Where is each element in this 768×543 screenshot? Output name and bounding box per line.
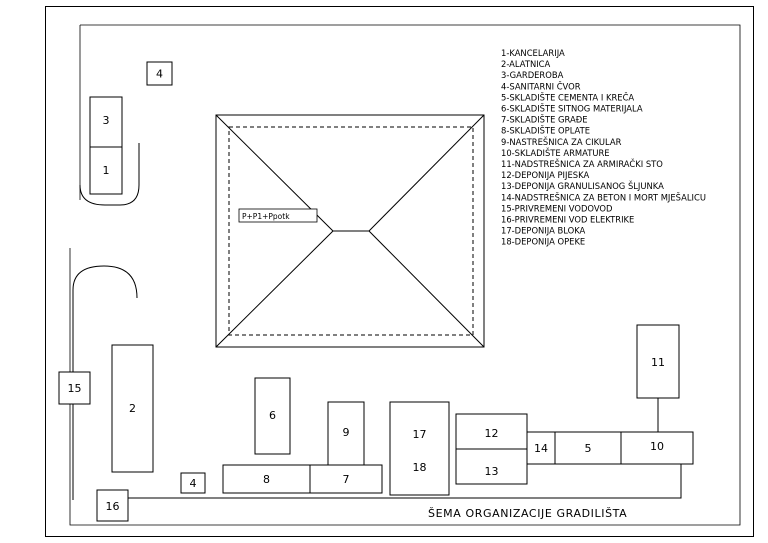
legend-item: 9-NASTREŠNICA ZA CIKULAR	[501, 136, 622, 147]
svg-text:2: 2	[129, 402, 136, 415]
electric-line	[128, 464, 682, 499]
svg-text:11: 11	[651, 356, 665, 369]
box-11-rebar-canopy: 11	[636, 324, 680, 399]
legend-item: 1-KANCELARIJA	[501, 48, 565, 58]
box-8-formwork: 8	[222, 464, 311, 494]
legend-item: 17-DEPONIJA BLOKA	[501, 226, 586, 236]
svg-text:6: 6	[269, 409, 276, 422]
box-7-lumber: 7	[309, 464, 383, 494]
box-3-wardrobe: 3	[89, 96, 123, 148]
outer-frame	[45, 6, 754, 537]
legend-item: 18-DEPONIJA OPEKE	[501, 237, 585, 247]
legend-item: 16-PRIVREMENI VOD ELEKTRIKE	[501, 215, 634, 225]
box-2-toolshed: 2	[111, 344, 154, 473]
svg-text:8: 8	[263, 473, 270, 486]
building-label: P+P1+Ppotk	[242, 212, 290, 221]
legend-item: 3-GARDEROBA	[501, 70, 564, 80]
svg-text:18: 18	[413, 461, 427, 474]
svg-text:16: 16	[106, 500, 120, 513]
building-inner-dashed	[228, 126, 474, 336]
svg-text:15: 15	[68, 382, 82, 395]
legend-item: 10-SKLADIŠTE ARMATURE	[501, 147, 610, 158]
svg-text:5: 5	[585, 442, 592, 455]
box-14-mixer-canopy: 14	[526, 431, 556, 465]
svg-text:4: 4	[190, 477, 197, 490]
svg-text:12: 12	[485, 427, 499, 440]
box-17-18-deposit: 17 18	[389, 401, 450, 496]
water-supply-line	[72, 265, 138, 500]
legend-item: 2-ALATNICA	[501, 59, 551, 69]
path-curve-top	[79, 143, 140, 206]
site-boundary	[69, 24, 741, 526]
legend-item: 13-DEPONIJA GRANULISANOG ŠLJUNKA	[501, 180, 664, 191]
svg-text:9: 9	[343, 426, 350, 439]
box-13-gravel: 13	[455, 448, 528, 485]
svg-text:17: 17	[413, 428, 427, 441]
box-10-rebar: 10	[620, 431, 694, 465]
building-label-box	[238, 208, 318, 223]
box-4-top: 4	[146, 61, 173, 86]
svg-text:4: 4	[156, 68, 163, 81]
building: P+P1+Ppotk	[215, 114, 485, 348]
building-outline	[215, 114, 485, 348]
legend-item: 12-DEPONIJA PIJESKA	[501, 170, 589, 180]
legend-item: 11-NADSTREŠNICA ZA ARMIRAČKI STO	[501, 158, 663, 169]
box-15-water: 15	[58, 371, 91, 405]
legend-item: 4-SANITARNI ČVOR	[501, 80, 581, 91]
legend-item: 15-PRIVREMENI VODOVOD	[501, 203, 612, 213]
svg-text:10: 10	[650, 440, 664, 453]
legend-item: 8-SKLADIŠTE OPLATE	[501, 125, 590, 136]
svg-text:13: 13	[485, 465, 499, 478]
box-9-saw-canopy: 9	[327, 401, 365, 466]
box-4-bottom: 4	[180, 472, 206, 494]
diagram-title: ŠEMA ORGANIZACIJE GRADILIŠTA	[428, 507, 627, 520]
legend-item: 5-SKLADIŠTE CEMENTA I KREČA	[501, 91, 634, 102]
roof-ridge-line	[368, 230, 485, 348]
box-12-sand: 12	[455, 413, 528, 450]
legend-item: 6-SKLADIŠTE SITNOG MATERIJALA	[501, 103, 643, 114]
legend-item: 14-NADSTREŠNICA ZA BETON I MORT MJEŠALIC…	[501, 191, 706, 202]
svg-text:3: 3	[103, 114, 110, 127]
roof-ridge-line	[215, 230, 334, 348]
legend-item: 7-SKLADIŠTE GRAĐE	[501, 114, 588, 125]
legend: 1-KANCELARIJA2-ALATNICA3-GARDEROBA4-SANI…	[501, 48, 706, 247]
box-1-office: 1	[89, 146, 123, 195]
box-5-cement: 5	[554, 431, 622, 465]
box-6-small-material: 6	[254, 377, 291, 455]
box-16-electric: 16	[96, 489, 129, 522]
svg-text:7: 7	[343, 473, 350, 486]
roof-ridge-line	[368, 114, 485, 232]
svg-text:14: 14	[534, 442, 548, 455]
svg-text:1: 1	[103, 164, 110, 177]
